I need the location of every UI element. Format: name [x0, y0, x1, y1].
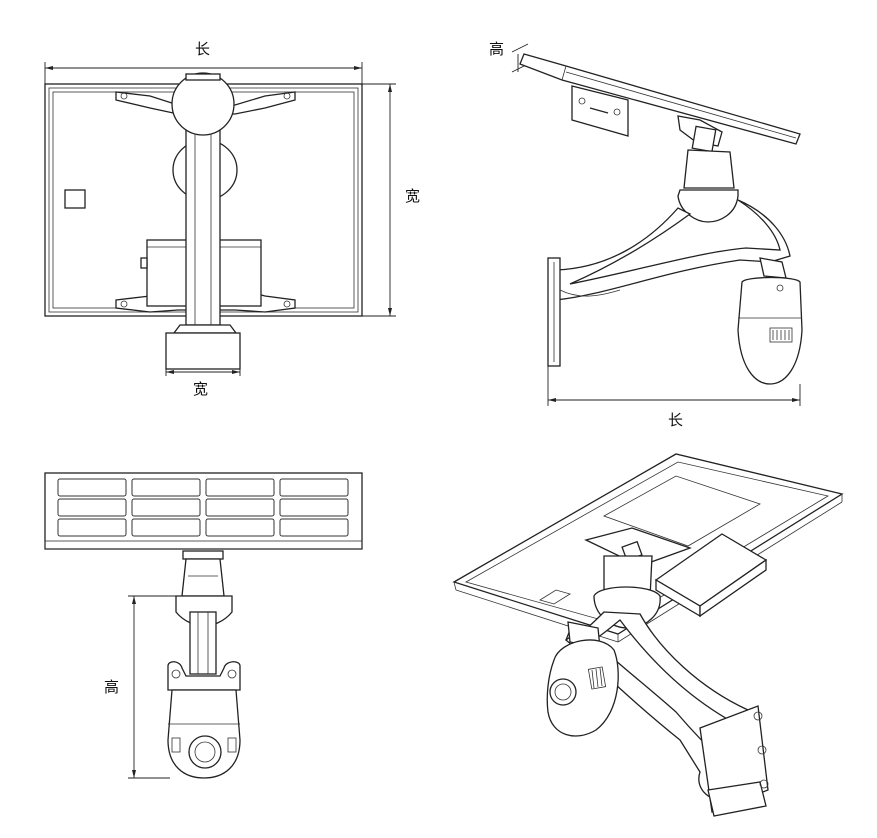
front-length-label: 长: [195, 40, 211, 58]
front-view: [44, 62, 396, 376]
isometric-view: [452, 453, 844, 817]
front-width-bottom-label: 宽: [193, 380, 209, 398]
side-height-label: 高: [489, 40, 505, 58]
side-length-label: 长: [668, 411, 684, 429]
rear-height-label: 高: [104, 678, 120, 696]
rear-view: [44, 472, 363, 779]
side-view: [511, 43, 803, 406]
front-width-side-label: 宽: [405, 187, 421, 205]
